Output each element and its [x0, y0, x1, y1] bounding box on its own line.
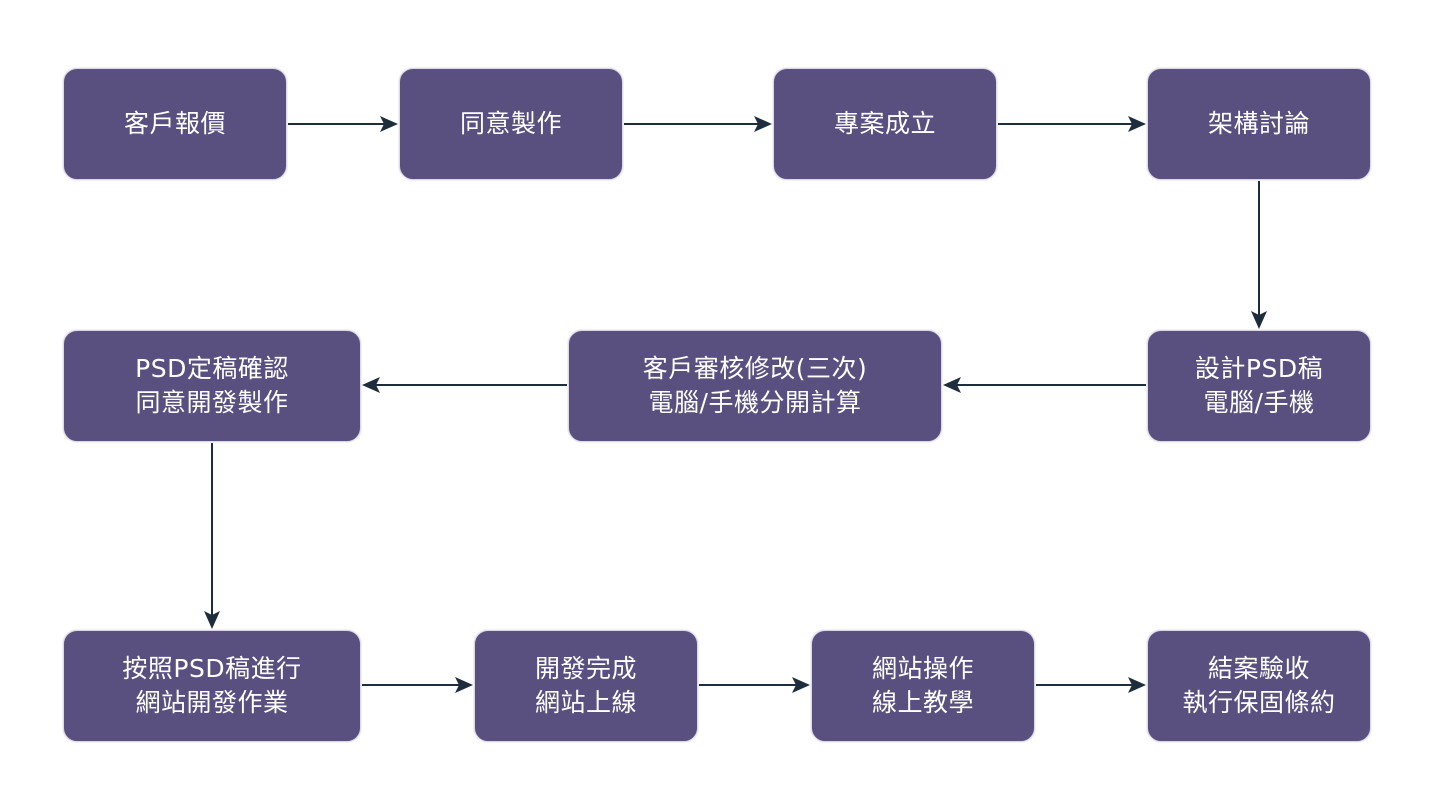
arrowhead-down-icon	[1251, 311, 1267, 329]
arrowhead-right-icon	[380, 116, 398, 132]
step-operation-training: 網站操作 線上教學	[811, 630, 1035, 742]
step-project-established: 專案成立	[773, 68, 997, 180]
step-label-line: 網站操作	[871, 654, 974, 683]
step-label-line: 專案成立	[833, 109, 936, 138]
edge-n5-n6	[943, 377, 1146, 393]
arrowhead-left-icon	[362, 377, 380, 393]
edge-n4-n5	[1251, 181, 1267, 329]
step-psd-final-confirm: PSD定稿確認 同意開發製作	[63, 330, 361, 442]
edge-n9-n10	[699, 677, 810, 693]
step-label-line: 電腦/手機	[1203, 388, 1315, 417]
edge-n10-n11	[1036, 677, 1146, 693]
step-label-line: 同意製作	[459, 109, 562, 138]
step-label-line: 網站上線	[534, 688, 637, 717]
edge-n8-n9	[362, 677, 473, 693]
edge-n6-n7	[362, 377, 567, 393]
step-label-line: 執行保固條約	[1182, 688, 1336, 717]
step-label-line: 設計PSD稿	[1194, 354, 1324, 383]
arrowhead-right-icon	[1128, 677, 1146, 693]
step-agree-production: 同意製作	[399, 68, 623, 180]
step-customer-review: 客戶審核修改(三次) 電腦/手機分開計算	[568, 330, 942, 442]
step-project-closure: 結案驗收 執行保固條約	[1147, 630, 1371, 742]
step-label-line: PSD定稿確認	[135, 354, 289, 383]
arrowhead-left-icon	[943, 377, 961, 393]
step-website-development: 按照PSD稿進行 網站開發作業	[63, 630, 361, 742]
step-label-line: 電腦/手機分開計算	[648, 388, 862, 417]
arrowhead-right-icon	[455, 677, 473, 693]
edge-n3-n4	[998, 116, 1146, 132]
step-label-line: 按照PSD稿進行	[122, 654, 302, 683]
step-label-line: 客戶報價	[123, 109, 226, 138]
step-label-line: 線上教學	[871, 688, 974, 717]
arrowhead-right-icon	[1128, 116, 1146, 132]
step-label-line: 同意開發製作	[135, 388, 289, 417]
step-design-psd: 設計PSD稿 電腦/手機	[1147, 330, 1371, 442]
step-label-line: 客戶審核修改(三次)	[642, 354, 868, 383]
edge-n1-n2	[288, 116, 398, 132]
edge-n7-n8	[204, 443, 220, 629]
arrowhead-right-icon	[754, 116, 772, 132]
step-label-line: 結案驗收	[1207, 654, 1310, 683]
step-label-line: 架構討論	[1207, 109, 1310, 138]
step-label-line: 開發完成	[534, 654, 637, 683]
edge-n2-n3	[624, 116, 772, 132]
step-development-complete: 開發完成 網站上線	[474, 630, 698, 742]
step-customer-quote: 客戶報價	[63, 68, 287, 180]
arrowhead-right-icon	[792, 677, 810, 693]
step-label-line: 網站開發作業	[135, 688, 289, 717]
step-architecture-discussion: 架構討論	[1147, 68, 1371, 180]
arrowhead-down-icon	[204, 611, 220, 629]
